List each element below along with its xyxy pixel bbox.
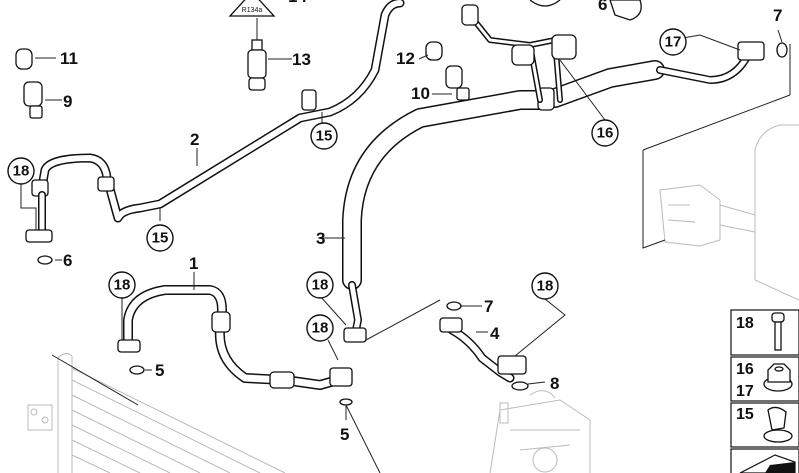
hardware-legend: 18 16 17 15 bbox=[730, 309, 799, 473]
condenser bbox=[27, 352, 286, 473]
callout-1: 1 bbox=[189, 254, 198, 273]
svg-text:18: 18 bbox=[312, 277, 329, 294]
callout-16: 16 bbox=[591, 119, 619, 147]
svg-text:18: 18 bbox=[312, 320, 329, 337]
warning-label-text: R134a bbox=[242, 7, 263, 14]
cap-11 bbox=[15, 48, 33, 70]
callout-17: 17 bbox=[659, 28, 687, 56]
svg-text:18: 18 bbox=[736, 315, 754, 332]
leader-lines bbox=[20, 29, 791, 473]
callout-2: 2 bbox=[190, 130, 199, 149]
callout-5-center: 5 bbox=[340, 425, 349, 444]
callout-15-upper: 15 bbox=[310, 122, 338, 150]
svg-text:15: 15 bbox=[152, 230, 169, 247]
o-ring-6 bbox=[37, 255, 53, 265]
svg-text:17: 17 bbox=[736, 383, 754, 400]
callout-18-pipe1: 18 bbox=[108, 271, 136, 299]
arrow-icon[interactable] bbox=[739, 454, 796, 473]
hex-nut-icon bbox=[763, 363, 793, 392]
callout-7-top: 7 bbox=[773, 6, 782, 25]
compressor bbox=[489, 390, 591, 473]
pipe-4 bbox=[439, 301, 529, 391]
bolt-icon bbox=[771, 312, 785, 351]
callout-6-top: 6 bbox=[598, 0, 607, 14]
service-bracket bbox=[461, 0, 642, 103]
o-ring-5b bbox=[339, 398, 353, 406]
callout-3: 3 bbox=[316, 229, 325, 248]
valve-9 bbox=[23, 81, 43, 119]
callout-14: 14 bbox=[288, 0, 307, 6]
o-ring-7 bbox=[776, 42, 788, 58]
callout-11: 11 bbox=[60, 49, 78, 68]
callout-6: 6 bbox=[63, 251, 72, 270]
legend-arrow bbox=[730, 448, 799, 473]
callout-15-lower: 15 bbox=[146, 224, 174, 252]
cap-12 bbox=[425, 41, 443, 61]
callout-18-pipe1-end: 18 bbox=[306, 314, 334, 342]
callout-18-pipe4: 18 bbox=[531, 272, 559, 300]
callout-7: 7 bbox=[484, 297, 493, 316]
callout-10: 10 bbox=[411, 84, 430, 103]
pipe-3 bbox=[342, 41, 765, 343]
callout-8: 8 bbox=[550, 374, 559, 393]
warning-label-14: R134a bbox=[228, 0, 276, 40]
svg-text:15: 15 bbox=[736, 406, 754, 423]
svg-text:16: 16 bbox=[597, 125, 614, 142]
o-ring-5a bbox=[129, 365, 145, 375]
callout-12: 12 bbox=[396, 49, 415, 68]
valve-10 bbox=[445, 65, 470, 101]
callout-18-left: 18 bbox=[7, 157, 35, 185]
callout-18-pipe3: 18 bbox=[306, 271, 334, 299]
callout-5-left: 5 bbox=[155, 361, 164, 380]
pressure-switch-13 bbox=[247, 39, 267, 91]
evaporator bbox=[642, 94, 799, 301]
callout-13: 13 bbox=[292, 50, 311, 69]
clip-icon bbox=[763, 406, 793, 443]
svg-text:17: 17 bbox=[665, 34, 682, 51]
pipe-2 bbox=[25, 0, 405, 243]
legend-nut: 16 17 bbox=[730, 356, 799, 402]
svg-text:16: 16 bbox=[736, 361, 754, 378]
legend-bolt: 18 bbox=[730, 309, 799, 356]
legend-clip: 15 bbox=[730, 402, 799, 448]
callout-4: 4 bbox=[490, 324, 500, 343]
callout-9: 9 bbox=[63, 92, 72, 111]
svg-text:18: 18 bbox=[537, 278, 554, 295]
svg-text:18: 18 bbox=[13, 163, 30, 180]
svg-text:18: 18 bbox=[114, 277, 131, 294]
pipe-1 bbox=[117, 285, 353, 390]
svg-text:15: 15 bbox=[316, 128, 333, 145]
